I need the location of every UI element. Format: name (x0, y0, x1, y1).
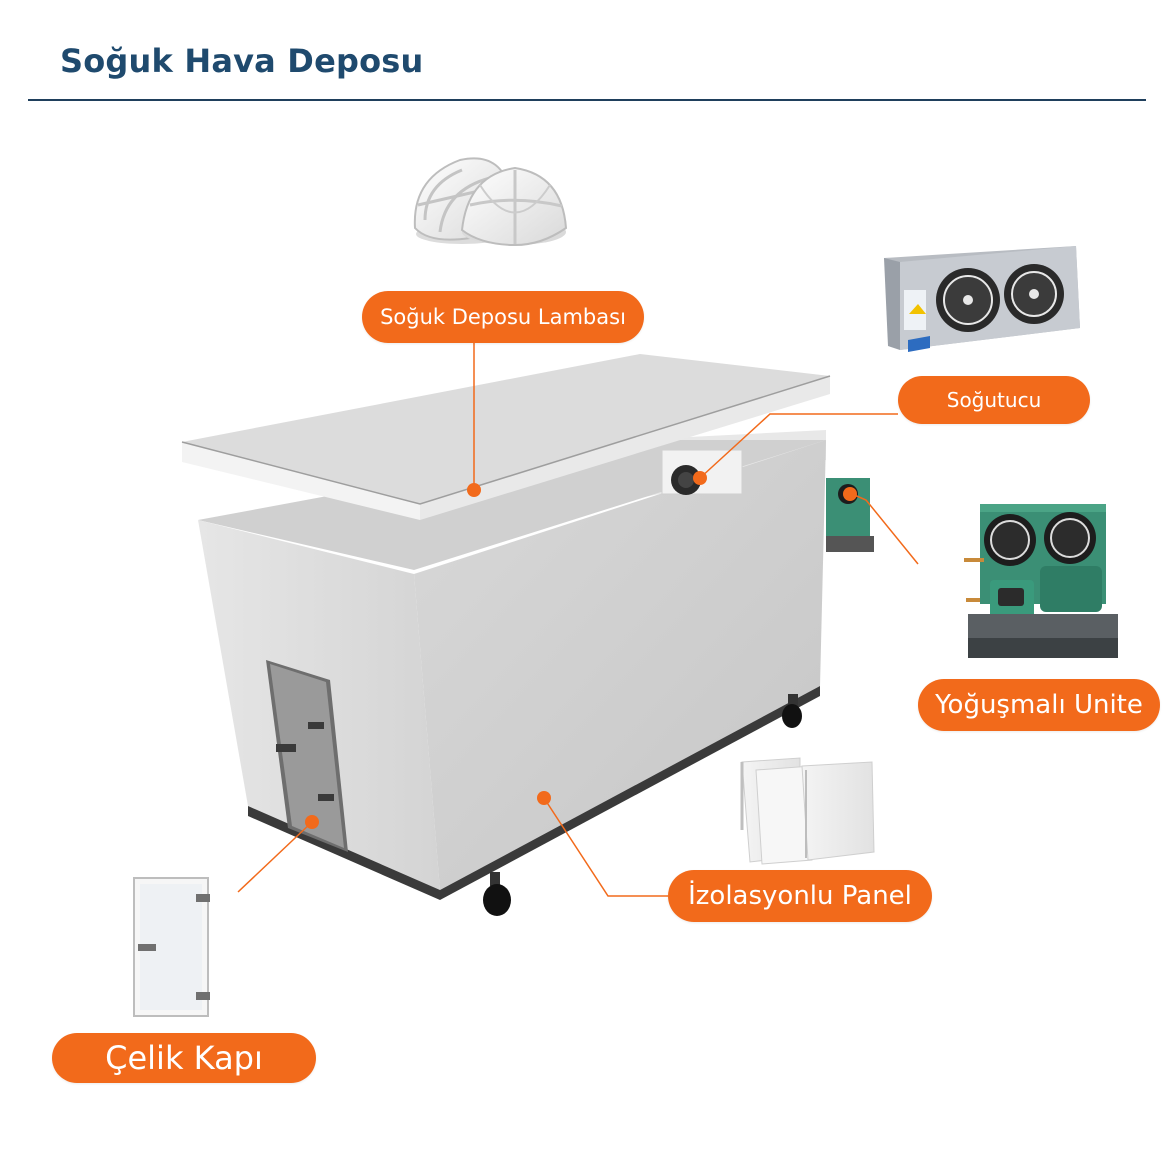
roof-panel (181, 354, 831, 520)
pointer-dots (305, 471, 857, 829)
cooler-image (884, 246, 1080, 352)
panel-pointer-dot (537, 791, 551, 805)
lamp-pointer-dot (467, 483, 481, 497)
door-pointer-dot (305, 815, 319, 829)
cooler-pointer-dot (693, 471, 707, 485)
label-steel-door: Çelik Kapı (52, 1033, 316, 1083)
label-insulated-panel: İzolasyonlu Panel (668, 870, 932, 922)
label-condensing-unit: Yoğuşmalı Unite (918, 679, 1160, 731)
title-divider (28, 99, 1146, 101)
condensing-unit-pointer-dot (843, 487, 857, 501)
insulated-panel-image (740, 757, 875, 865)
page-title: Soğuk Hava Deposu (60, 42, 424, 80)
cold-room-box (198, 430, 874, 916)
condensing-unit-image (964, 504, 1118, 658)
steel-door-image (133, 877, 210, 1017)
lamp-image (413, 157, 568, 247)
label-lamp: Soğuk Deposu Lambası (362, 291, 644, 343)
label-cooler: Soğutucu (898, 376, 1090, 424)
